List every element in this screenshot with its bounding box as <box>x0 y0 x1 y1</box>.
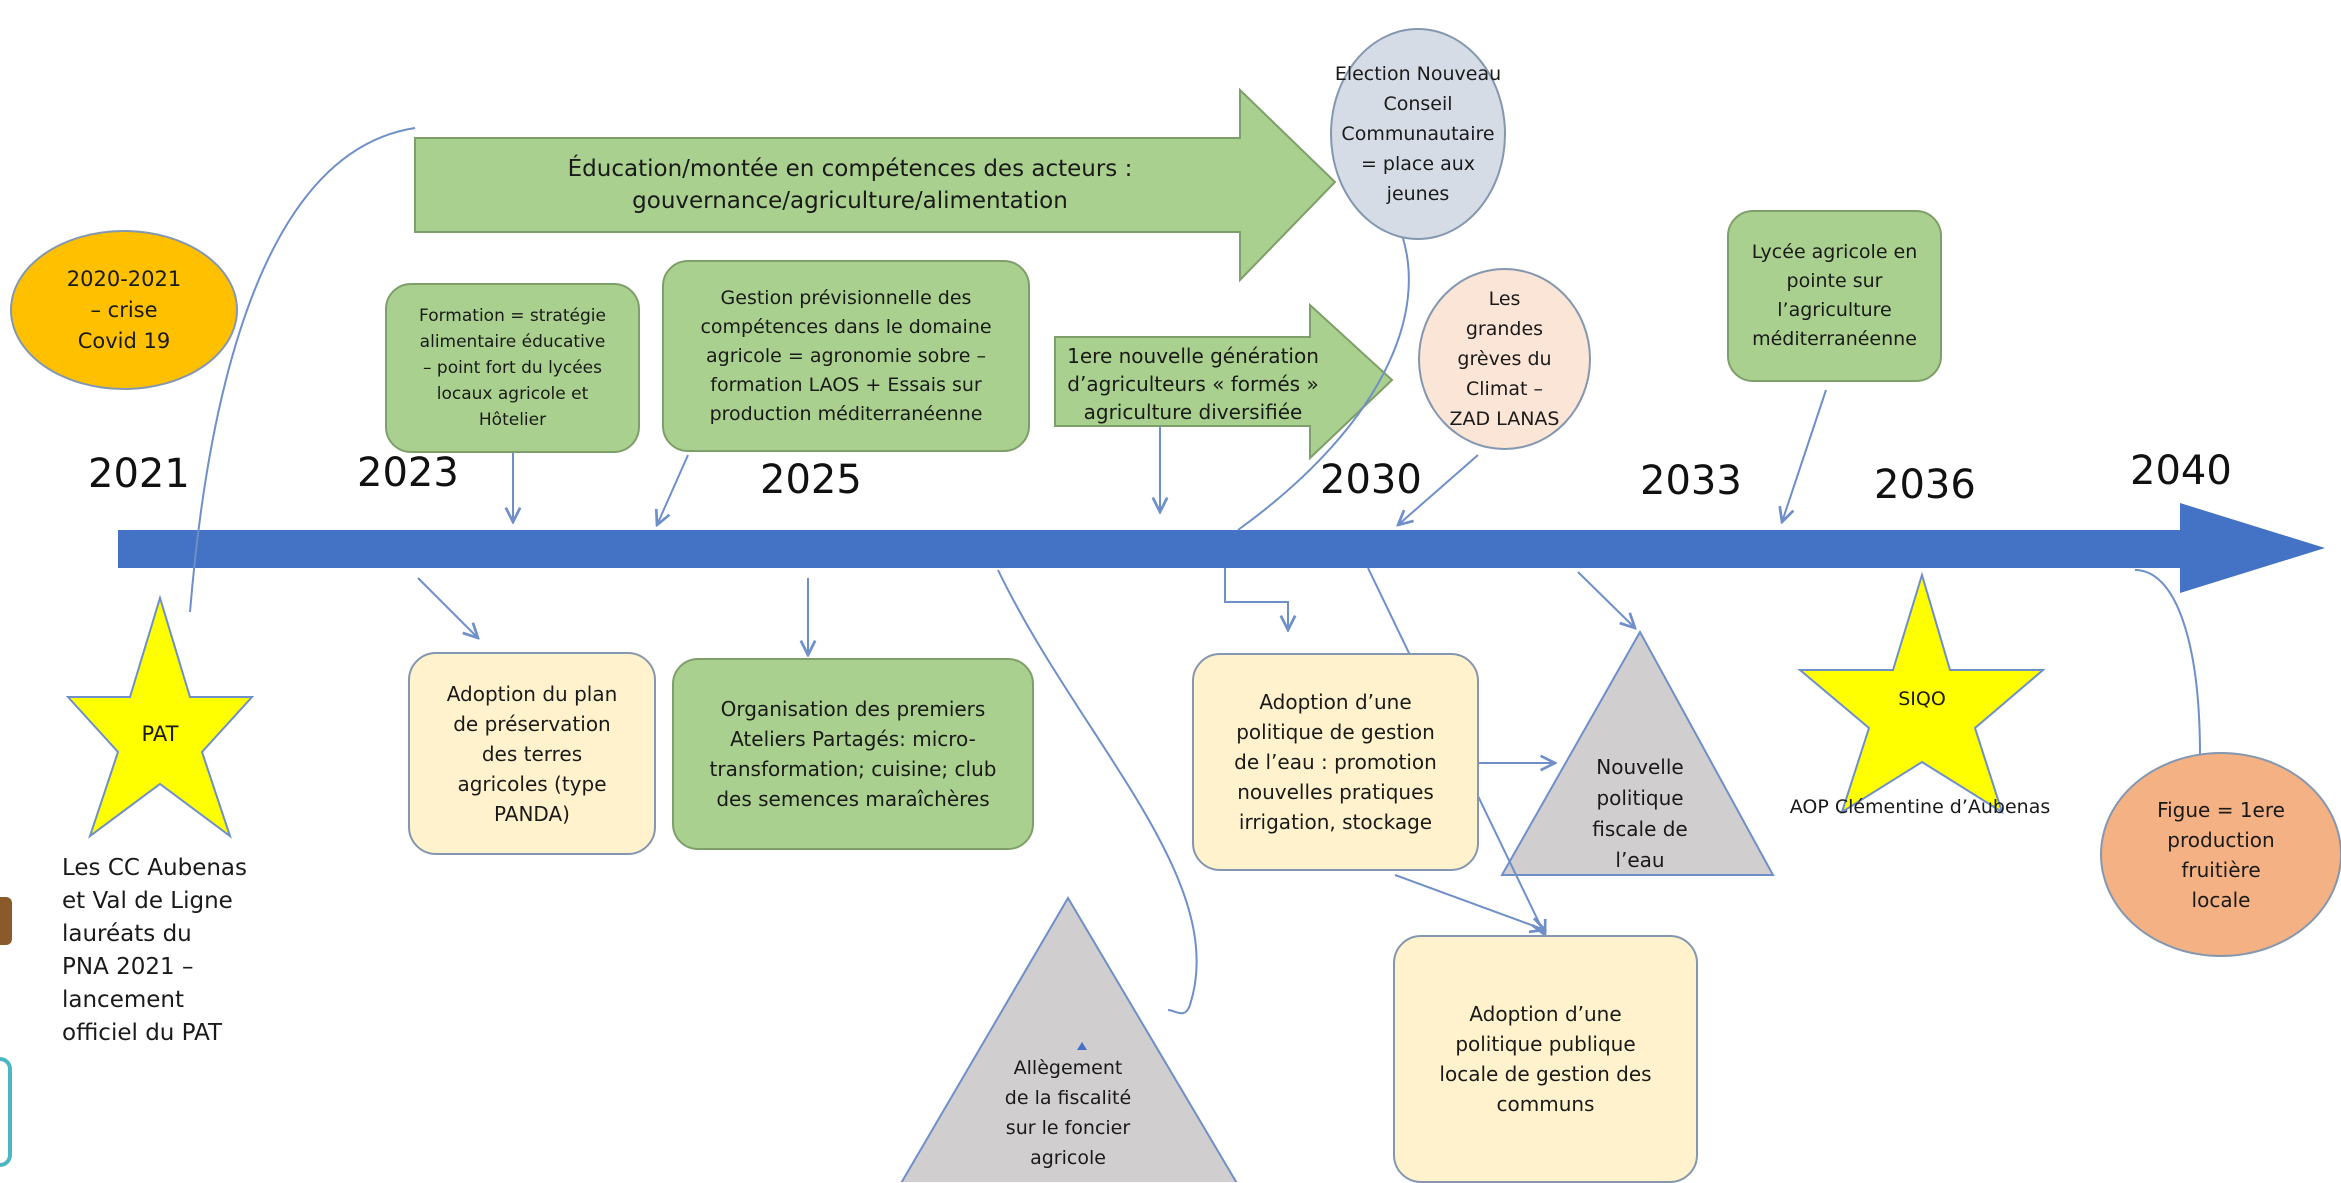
communs-box: Adoption d’une politique publique locale… <box>1393 935 1698 1183</box>
connector-gestion <box>657 454 689 525</box>
year-2040: 2040 <box>2130 448 2232 494</box>
pat-star <box>65 594 255 839</box>
connector-fig <box>2134 569 2201 756</box>
panda-box: Adoption du plan de préservation des ter… <box>408 652 656 855</box>
gestion-box: Gestion prévisionnelle des compétences d… <box>662 260 1030 452</box>
year-2025: 2025 <box>760 457 862 503</box>
connector-foncier <box>997 569 1198 1015</box>
eau-box: Adoption d’une politique de gestion de l… <box>1192 653 1479 871</box>
generation-arrow-label: 1ere nouvelle génération d’agriculteurs … <box>1067 344 1319 424</box>
lycee-box: Lycée agricole en pointe sur l’agricultu… <box>1727 210 1942 382</box>
election-circle: Election Nouveau Conseil Communautaire =… <box>1330 28 1506 240</box>
fiscalite-eau-triangle <box>1500 629 1775 876</box>
connector-climate <box>1398 454 1479 525</box>
connector-election <box>1237 217 1410 531</box>
fig-circle: Figue = 1ere production fruitière locale <box>2100 752 2341 957</box>
year-2030: 2030 <box>1320 457 1422 503</box>
connector-eau-policy <box>1224 568 1288 630</box>
timeline-arrow <box>118 503 2325 593</box>
connector-eau-fiscal <box>1577 571 1635 628</box>
covid-circle: 2020-2021 – crise Covid 19 <box>10 230 238 390</box>
year-2021: 2021 <box>88 451 190 497</box>
partner-logo-teal <box>0 1057 12 1167</box>
formation-box: Formation = stratégie alimentaire éducat… <box>385 283 640 453</box>
generation-arrow-shape <box>1054 302 1394 461</box>
pat-star-label: PAT <box>141 722 179 746</box>
connector-lycee <box>1782 389 1827 522</box>
fiscalite-foncier-label: Allègement de la fiscalité sur le foncie… <box>1004 1057 1132 1169</box>
connector-panda <box>417 577 478 638</box>
siqo-star <box>1797 571 2046 815</box>
education-arrow-label: Éducation/montée en compétences des acte… <box>567 156 1133 214</box>
year-2036: 2036 <box>1874 462 1976 508</box>
year-2023: 2023 <box>357 450 459 496</box>
aop-label: AOP Clémentine d’Aubenas <box>1789 796 2051 818</box>
connector-eau-to-communs <box>1394 874 1545 930</box>
ateliers-box: Organisation des premiers Ateliers Parta… <box>672 658 1034 850</box>
year-2033: 2033 <box>1640 458 1742 504</box>
partner-logo-brown <box>0 897 12 945</box>
small-marker-icon <box>1077 1042 1087 1050</box>
climate-circle: Les grandes grèves du Climat – ZAD LANAS <box>1418 268 1591 450</box>
fiscalite-eau-label: Nouvelle politique fiscale de l’eau <box>1592 755 1688 872</box>
fiscalite-foncier-triangle <box>900 896 1238 1182</box>
education-arrow-shape <box>414 87 1337 283</box>
siqo-star-label: SIQO <box>1898 688 1946 710</box>
laureats-text: Les CC Aubenas et Val de Ligne lauréats … <box>62 855 247 1046</box>
connector-pat-to-education <box>189 127 416 613</box>
